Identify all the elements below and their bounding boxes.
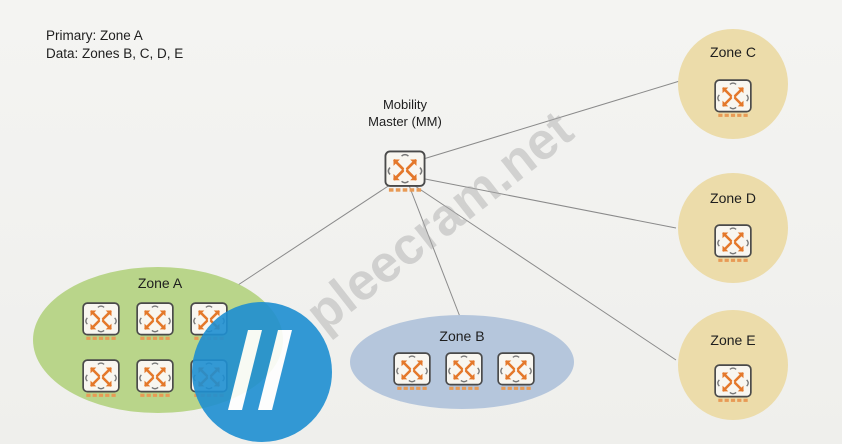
controller-icon — [81, 358, 121, 399]
controller-icon — [81, 301, 121, 342]
links — [237, 79, 684, 361]
zone-e-label: Zone E — [710, 332, 755, 348]
legend-data: Data: Zones B, C, D, E — [46, 46, 183, 61]
link-mm-zone-d — [419, 177, 677, 229]
link-mm-zone-e — [414, 185, 677, 361]
legend-primary: Primary: Zone A — [46, 28, 143, 43]
controller-icon — [392, 351, 432, 392]
controller-icon — [135, 301, 175, 342]
zone-a-label: Zone A — [138, 275, 183, 291]
zone-c-label: Zone C — [710, 44, 756, 60]
controller-icon — [135, 358, 175, 399]
logo-watermark-icon — [192, 302, 332, 442]
mobility-master-icon — [384, 150, 426, 194]
mm-label-line1: Mobility — [383, 97, 428, 112]
watermark-text: pleecram.net — [295, 100, 584, 343]
zone-b-label: Zone B — [439, 328, 484, 344]
controller-icon — [713, 78, 753, 119]
controller-icon — [444, 351, 484, 392]
controller-icon — [713, 363, 753, 404]
link-mm-zone-c — [419, 79, 684, 161]
controller-icon — [496, 351, 536, 392]
link-mm-zone-a — [237, 174, 406, 286]
zone-d-label: Zone D — [710, 190, 756, 206]
controller-icon — [713, 223, 753, 264]
mm-label-line2: Master (MM) — [368, 114, 442, 129]
link-mm-zone-b — [404, 174, 463, 323]
